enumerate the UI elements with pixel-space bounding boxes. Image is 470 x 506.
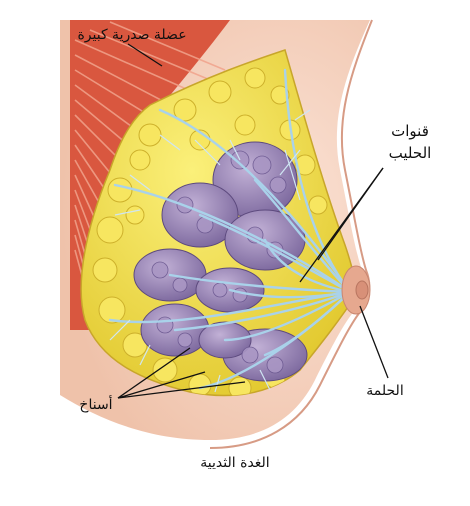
bottom-margin bbox=[0, 486, 470, 506]
label-nipple: الحلمة bbox=[350, 382, 420, 400]
chest-wall-shade bbox=[0, 0, 60, 430]
label-pectoral-muscle: عضلة صدرية كبيرة bbox=[52, 26, 212, 44]
label-milk-ducts: قنوات الحليب bbox=[372, 120, 448, 164]
diagram-caption: الغدة الثديية bbox=[150, 454, 320, 472]
nipple bbox=[342, 266, 370, 314]
label-lobules: أسناخ bbox=[66, 396, 126, 414]
